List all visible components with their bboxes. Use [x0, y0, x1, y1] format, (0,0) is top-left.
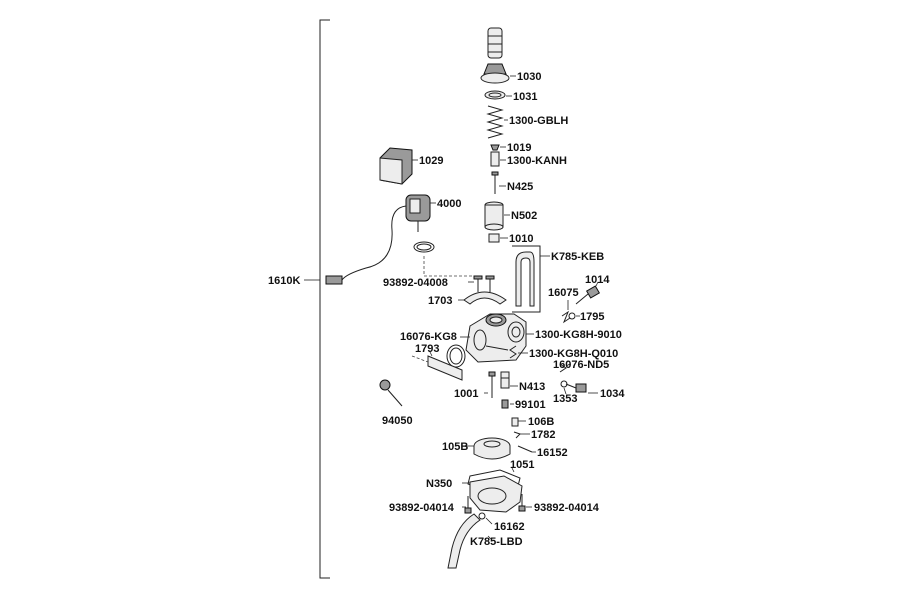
choke-clamp-plate	[463, 291, 507, 305]
bowl-screw-left	[464, 496, 472, 514]
label-16162: 16162	[494, 521, 525, 533]
label-n413: N413	[519, 381, 545, 393]
drain-screw-1001	[488, 371, 496, 398]
label-4000: 4000	[437, 198, 461, 210]
air-screw-1034	[565, 383, 587, 393]
main-jet-holder	[500, 371, 510, 389]
top-cap	[480, 63, 510, 84]
label-1782: 1782	[531, 429, 555, 441]
label-1014: 1014	[585, 274, 610, 286]
label-1029: 1029	[419, 155, 443, 167]
needle-clip	[490, 144, 500, 151]
label-16076-kg8: 16076-KG8	[400, 331, 457, 343]
label-99101: 99101	[515, 399, 546, 411]
label-93892-04014-left: 93892-04014	[389, 502, 455, 514]
washer-1353	[560, 380, 568, 388]
label-16075: 16075	[548, 287, 579, 299]
label-1300-kanh: 1300-KANH	[507, 155, 567, 167]
float-needle-106b	[511, 417, 519, 427]
needle-jet-holder	[488, 233, 500, 243]
label-n350: N350	[426, 478, 452, 490]
label-1030: 1030	[517, 71, 541, 83]
float-105b	[473, 437, 511, 460]
float-bowl-n350	[469, 475, 523, 513]
label-106b: 106B	[528, 416, 554, 428]
throttle-spring	[486, 105, 504, 139]
needle-retainer	[490, 151, 500, 167]
assembly-bracket	[304, 19, 330, 579]
carburetor-body	[465, 313, 527, 363]
label-k785-keb: K785-KEB	[551, 251, 604, 263]
pilot-screw-spring	[559, 363, 567, 373]
label-93892-04008: 93892-04008	[383, 277, 448, 289]
label-1019: 1019	[507, 142, 531, 154]
insulator-plate	[411, 355, 463, 381]
drain-clip-16162	[478, 512, 486, 520]
label-1703: 1703	[428, 295, 452, 307]
choke-o-ring	[413, 241, 435, 253]
label-1031: 1031	[513, 91, 537, 103]
label-n425: N425	[507, 181, 533, 193]
pilot-spring	[509, 345, 517, 359]
hose-clip-94050	[379, 379, 403, 407]
auto-choke	[325, 194, 431, 285]
label-1051: 1051	[510, 459, 534, 471]
screws-93892-04008	[473, 275, 495, 292]
idle-o-ring	[568, 312, 576, 320]
label-1300-kg8h-q010: 1300-KG8H-Q010	[529, 348, 618, 360]
label-16076-nd5: 16076-ND5	[553, 359, 609, 371]
gasket-ring	[484, 90, 506, 100]
assembly-label-1610k: 1610K	[268, 275, 300, 287]
label-1793: 1793	[415, 343, 439, 355]
label-k785-lbd: K785-LBD	[470, 536, 523, 548]
label-1795: 1795	[580, 311, 604, 323]
label-94050: 94050	[382, 415, 413, 427]
label-n502: N502	[511, 210, 537, 222]
main-jet	[501, 399, 509, 409]
choke-cover	[379, 147, 413, 185]
throttle-valve	[484, 201, 504, 231]
label-1300-kg8h-9010: 1300-KG8H-9010	[535, 329, 622, 341]
float-pin-16152	[517, 445, 533, 453]
label-16152: 16152	[537, 447, 568, 459]
clip-1782	[513, 431, 521, 439]
label-1001: 1001	[454, 388, 478, 400]
idle-adjust-screw	[575, 285, 601, 305]
label-1034: 1034	[600, 388, 625, 400]
label-105b: 105B	[442, 441, 468, 453]
label-93892-04014-right: 93892-04014	[534, 502, 600, 514]
idle-spring	[561, 310, 571, 324]
label-1300-gblh: 1300-GBLH	[509, 115, 568, 127]
hose-bracket	[512, 245, 541, 313]
label-1010: 1010	[509, 233, 533, 245]
bowl-screw-right	[518, 494, 526, 512]
label-1353: 1353	[553, 393, 577, 405]
jet-needle	[491, 171, 499, 194]
throttle-cable-cap	[487, 27, 503, 59]
vent-hose	[515, 251, 535, 307]
drain-hose-k785-lbd	[447, 513, 481, 569]
